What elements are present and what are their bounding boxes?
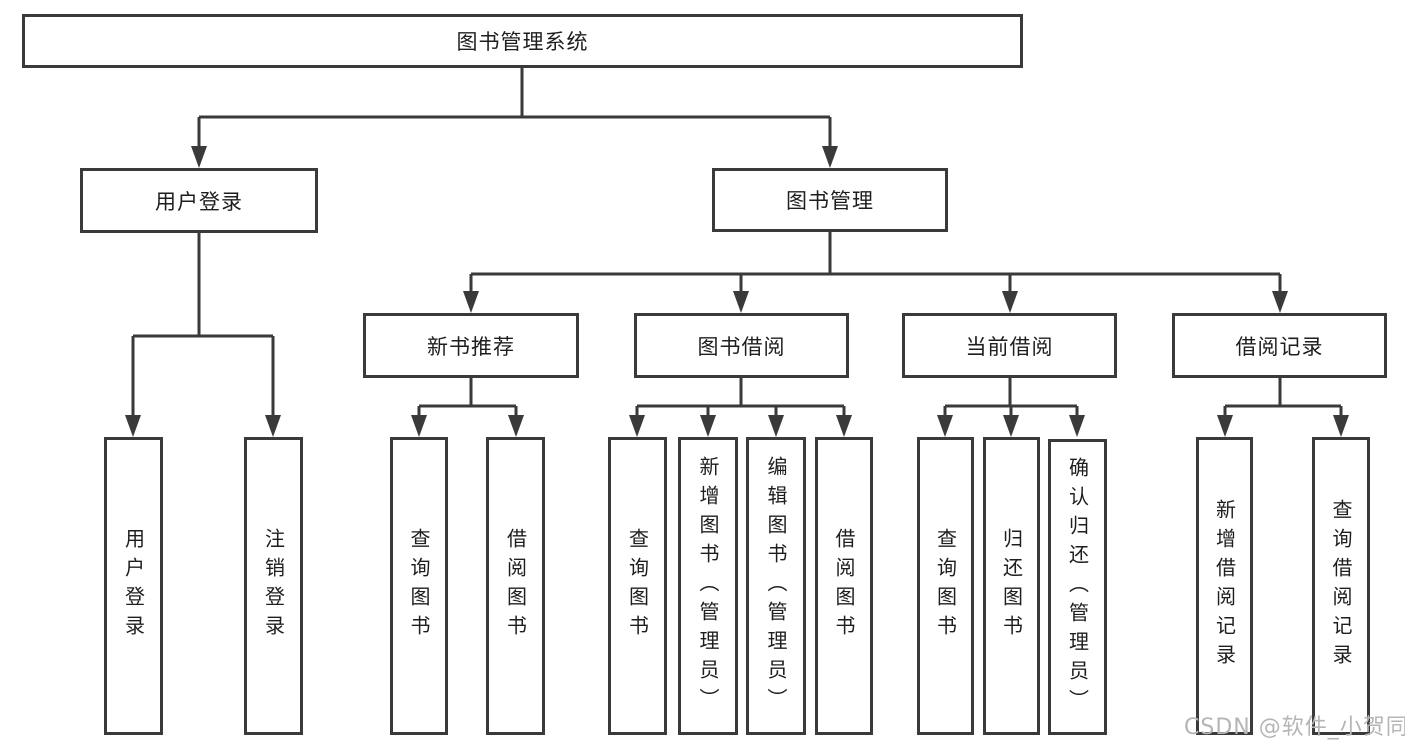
node-user-login-leaf: 用户登录 — [104, 437, 163, 735]
watermark-csdn: CSDN @软件_小贺同学 — [1184, 715, 1405, 740]
node-book-borrowing: 图书借阅 — [634, 313, 849, 378]
node-label: 用户登录 — [155, 189, 243, 214]
node-label: 查询借阅记录 — [1329, 499, 1353, 673]
node-label: 图书管理系统 — [456, 30, 589, 54]
node-add-book-admin: 新增图书（管理员） — [678, 437, 738, 735]
node-user-login: 用户登录 — [80, 168, 318, 233]
node-label: 借阅记录 — [1235, 334, 1324, 359]
node-label: 确认归还（管理员） — [1065, 456, 1090, 718]
node-label: 编辑图书（管理员） — [764, 455, 788, 717]
node-book-management: 图书管理 — [712, 168, 948, 232]
node-label: 查询图书 — [933, 528, 958, 644]
node-label: 用户登录 — [121, 528, 146, 644]
node-query-borrow-record: 查询借阅记录 — [1312, 437, 1370, 735]
node-confirm-return-admin: 确认归还（管理员） — [1048, 439, 1107, 735]
node-label: 新增借阅记录 — [1212, 499, 1237, 673]
node-label: 查询图书 — [407, 528, 431, 644]
node-label: 新增图书（管理员） — [696, 455, 720, 717]
node-label: 新书推荐 — [427, 334, 515, 359]
node-borrowing-records: 借阅记录 — [1172, 313, 1387, 378]
node-label: 图书借阅 — [697, 334, 786, 359]
node-logout: 注销登录 — [244, 437, 303, 735]
node-current-borrowing: 当前借阅 — [902, 313, 1117, 378]
node-query-books-1: 查询图书 — [390, 437, 448, 735]
node-query-books-2: 查询图书 — [608, 437, 667, 735]
node-label: 查询图书 — [625, 528, 650, 644]
node-add-borrow-record: 新增借阅记录 — [1196, 437, 1253, 735]
node-borrow-books-1: 借阅图书 — [486, 437, 545, 735]
node-query-books-3: 查询图书 — [917, 437, 974, 735]
node-borrow-books-2: 借阅图书 — [815, 437, 873, 735]
node-label: 注销登录 — [261, 528, 286, 644]
node-return-books: 归还图书 — [983, 437, 1040, 735]
node-label: 借阅图书 — [503, 528, 528, 644]
arrowheads — [125, 146, 1349, 437]
node-label: 归还图书 — [999, 528, 1024, 644]
node-library-management-system: 图书管理系统 — [22, 14, 1023, 68]
node-new-book-recommendation: 新书推荐 — [363, 313, 579, 378]
node-edit-book-admin: 编辑图书（管理员） — [746, 437, 806, 735]
node-label: 借阅图书 — [832, 528, 856, 644]
node-label: 当前借阅 — [965, 334, 1054, 359]
node-label: 图书管理 — [786, 189, 874, 213]
